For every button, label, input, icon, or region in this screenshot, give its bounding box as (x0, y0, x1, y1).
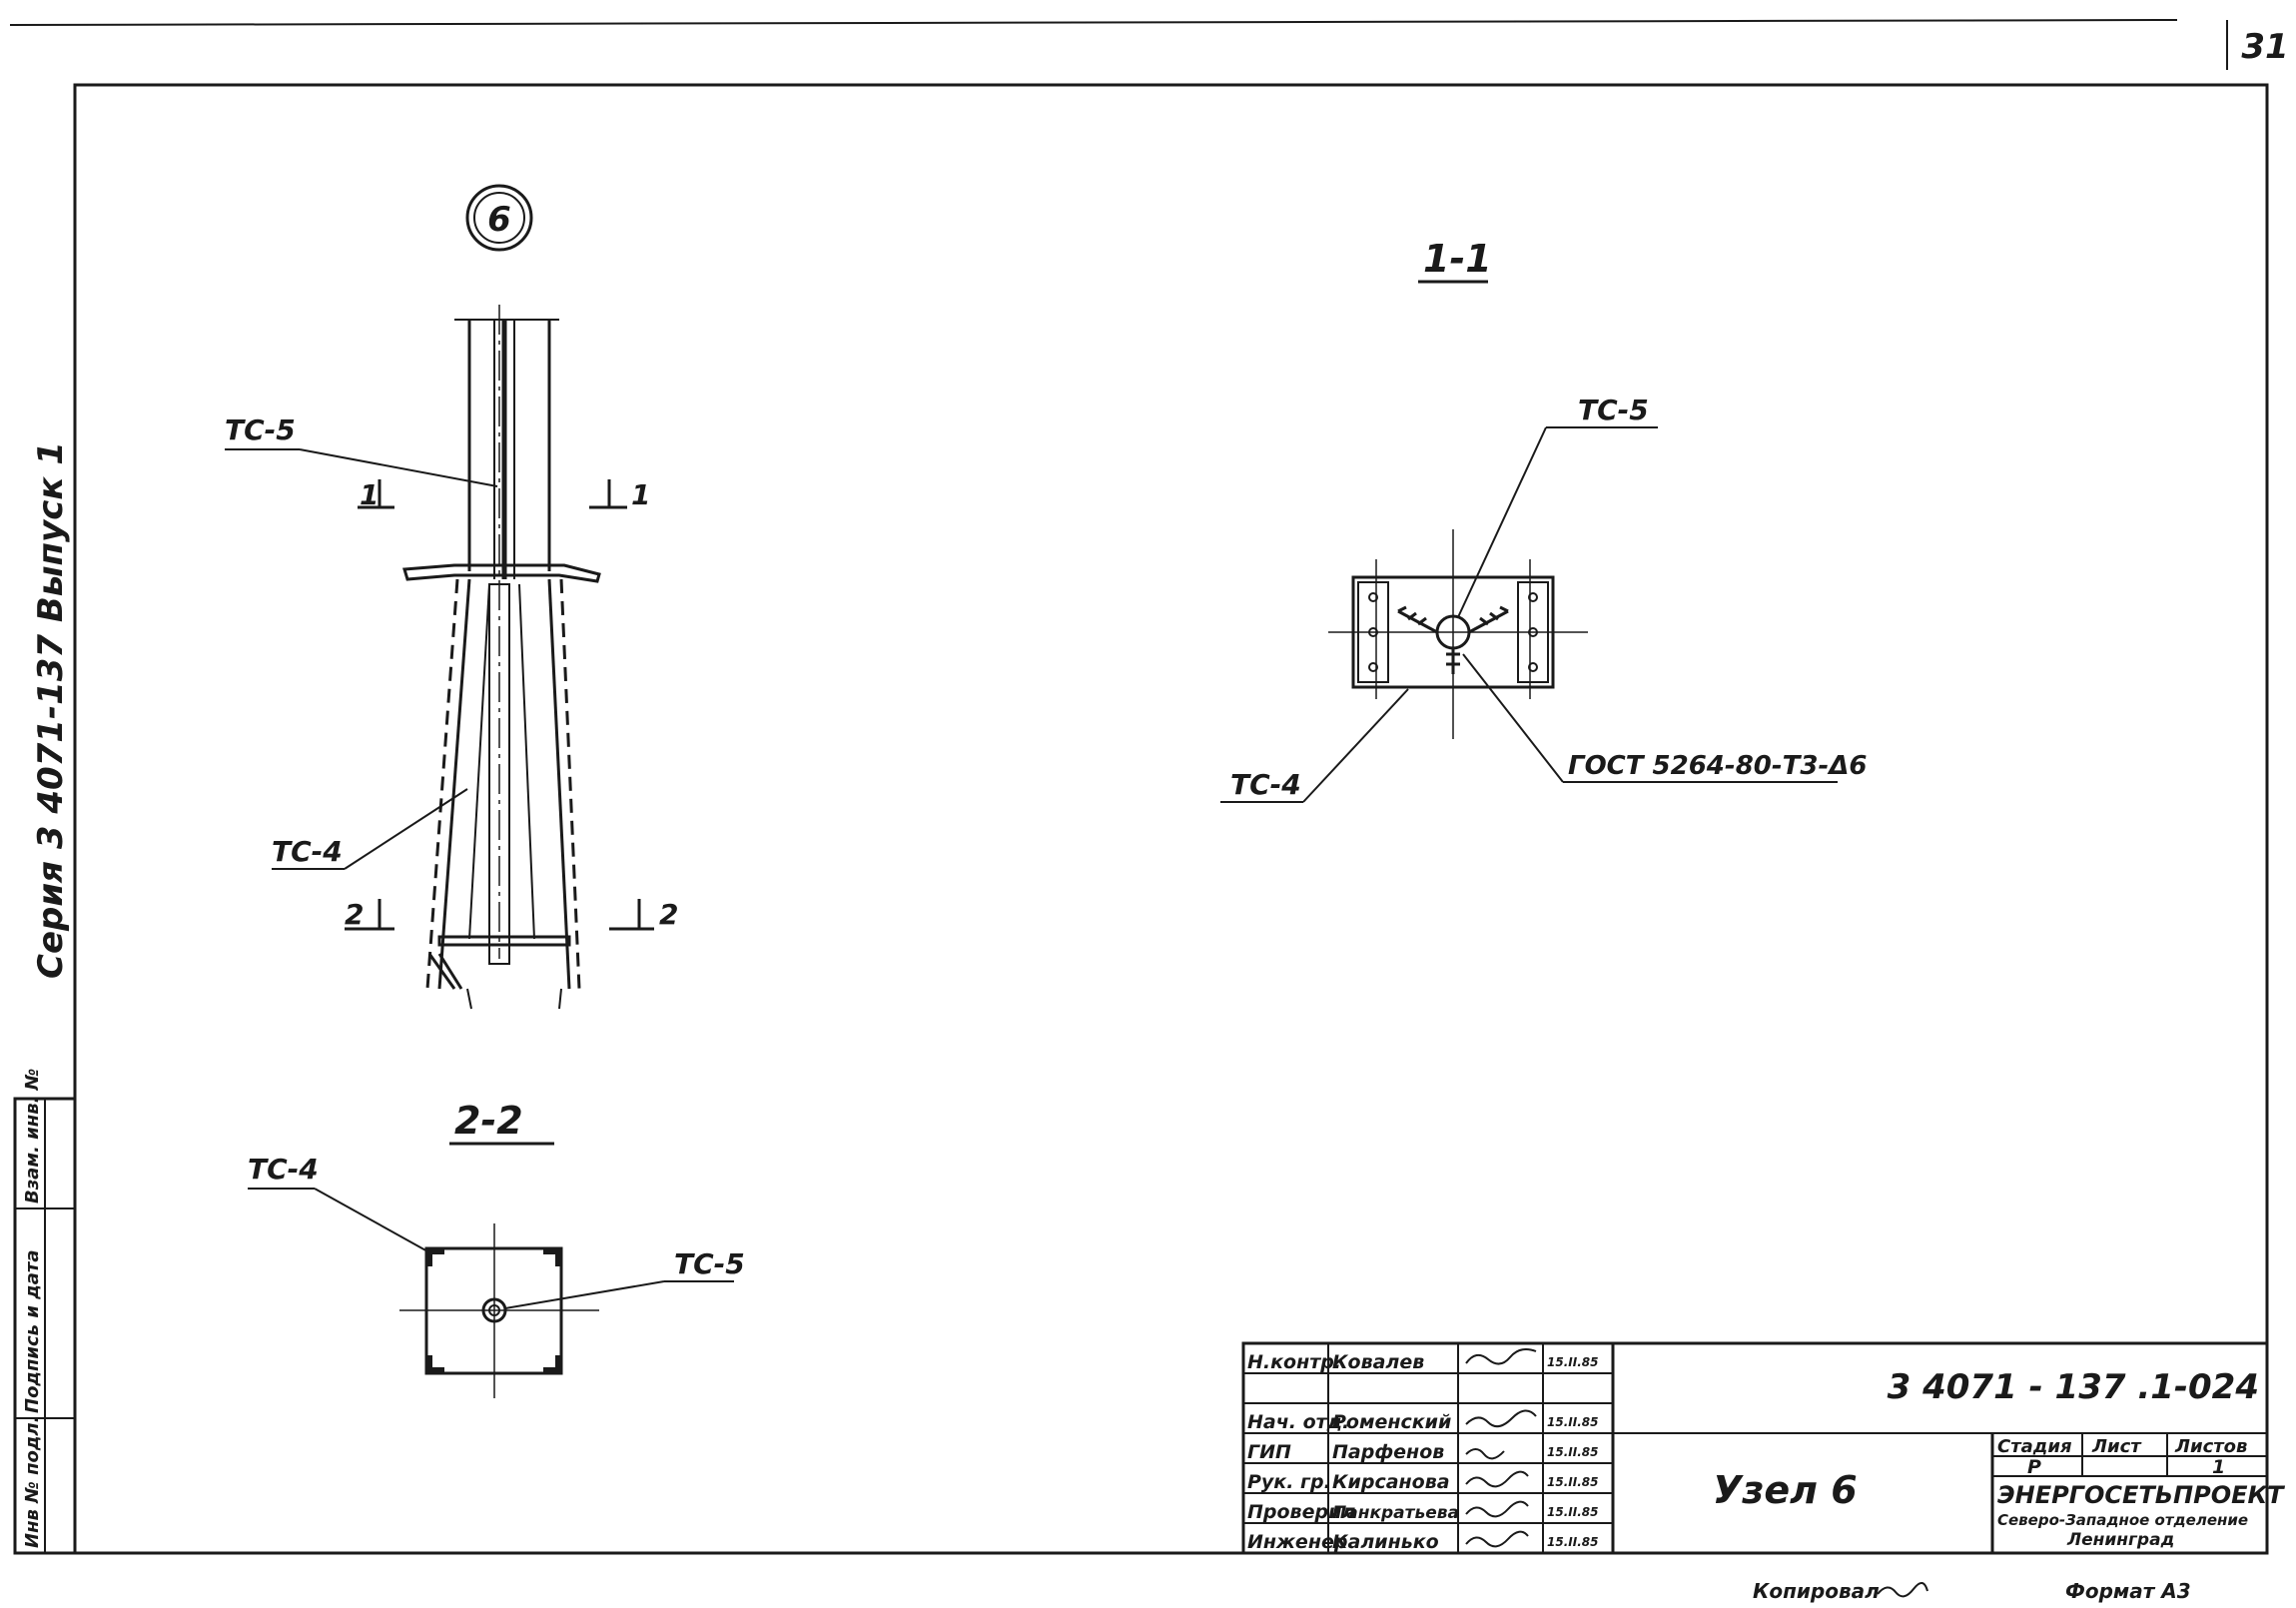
cut-2-right: 2 (659, 898, 678, 931)
flange-plate (402, 563, 601, 583)
cut-1-right: 1 (631, 478, 650, 511)
section-2-2: 2-2 ТС-4 ТС-5 (248, 1099, 745, 1398)
row-date-1: 15.II.85 (1547, 1415, 1598, 1429)
signature-2 (1465, 1448, 1505, 1460)
row-name-0: Ковалев (1332, 1351, 1424, 1373)
section-1-1-title: 1-1 (1423, 237, 1492, 281)
sheets-header: Листов (2174, 1436, 2247, 1457)
row-name-3: Кирсанова (1332, 1471, 1450, 1493)
copied-signature (1877, 1582, 1928, 1598)
page-number: 31 (2241, 27, 2288, 67)
section-2-2-title: 2-2 (454, 1099, 523, 1143)
row-role-3: Рук. гр. (1247, 1471, 1331, 1493)
org-branch: Северо-Западное отделение (1997, 1511, 2248, 1529)
inventory-label-1: Инв № подл. (22, 1416, 43, 1548)
signature-0 (1465, 1348, 1537, 1365)
sec11-label-weld: ГОСТ 5264-80-Т3-Δ6 (1568, 751, 1868, 781)
row-role-2: ГИП (1247, 1441, 1291, 1463)
signature-1 (1465, 1409, 1537, 1428)
sec11-label-tc5: ТС-5 (1578, 394, 1649, 426)
row-name-2: Парфенов (1332, 1441, 1444, 1463)
row-role-4: Проверил (1247, 1501, 1355, 1523)
row-role-5: Инженер (1247, 1531, 1347, 1553)
elev-label-tc4: ТС-4 (272, 835, 343, 868)
base-plate (437, 935, 571, 947)
inventory-label-2: Подпись и дата (22, 1250, 43, 1413)
sec22-label-tc5: ТС-5 (674, 1247, 745, 1280)
title-block: Н.контр. Ковалев 15.II.85 Нач. отд. Роме… (1241, 1341, 2285, 1555)
node-mark-number: 6 (487, 200, 511, 240)
sec22-label-tc4: ТС-4 (248, 1153, 319, 1186)
row-date-5: 15.II.85 (1547, 1535, 1598, 1549)
row-name-1: Роменский (1332, 1411, 1451, 1433)
signature-5 (1465, 1530, 1529, 1548)
row-role-1: Нач. отд. (1247, 1411, 1349, 1433)
sheet-header: Лист (2091, 1436, 2142, 1457)
sec11-label-tc4: ТС-4 (1230, 768, 1301, 801)
org-city: Ленинград (2066, 1530, 2174, 1550)
elev-label-tc5: ТС-5 (225, 413, 296, 446)
copied-label: Копировал (1753, 1579, 1880, 1603)
row-date-2: 15.II.85 (1547, 1445, 1598, 1459)
format-label: Формат А3 (2065, 1579, 2191, 1603)
sheet-frame (73, 83, 2269, 1555)
cut-2-left: 2 (345, 898, 364, 931)
cut-1-left: 1 (360, 478, 379, 511)
top-rule (9, 19, 2178, 26)
drawing-title: Узел 6 (1713, 1468, 1858, 1512)
series-strip-text: Серия 3 4071-137 Выпуск 1 (31, 441, 71, 979)
stage-header: Стадия (1997, 1436, 2072, 1457)
sheets-value: 1 (2212, 1456, 2225, 1478)
row-name-5: Калинько (1332, 1531, 1439, 1553)
signature-3 (1465, 1470, 1529, 1488)
org-name: ЭНЕРГОСЕТЬПРОЕКТ (1997, 1481, 2285, 1509)
doc-code: 3 4071 - 137 .1-024 (1888, 1367, 2259, 1407)
signature-4 (1465, 1500, 1529, 1518)
row-name-4: Панкратьева (1332, 1503, 1459, 1523)
row-date-4: 15.II.85 (1547, 1505, 1598, 1519)
row-role-0: Н.контр. (1247, 1351, 1341, 1373)
node-mark-circle (465, 184, 533, 252)
node-elevation: 6 ТС-5 ТС-4 1 (225, 184, 678, 1010)
inventory-label-3: Взам. инв. № (22, 1069, 43, 1204)
section-1-1: 1-1 ТС-5 ТС-4 ГОСТ 5264-80-Т3-Δ6 (1220, 237, 1868, 803)
stage-value: Р (2027, 1456, 2041, 1478)
row-date-3: 15.II.85 (1547, 1475, 1598, 1489)
row-date-0: 15.II.85 (1547, 1355, 1598, 1369)
